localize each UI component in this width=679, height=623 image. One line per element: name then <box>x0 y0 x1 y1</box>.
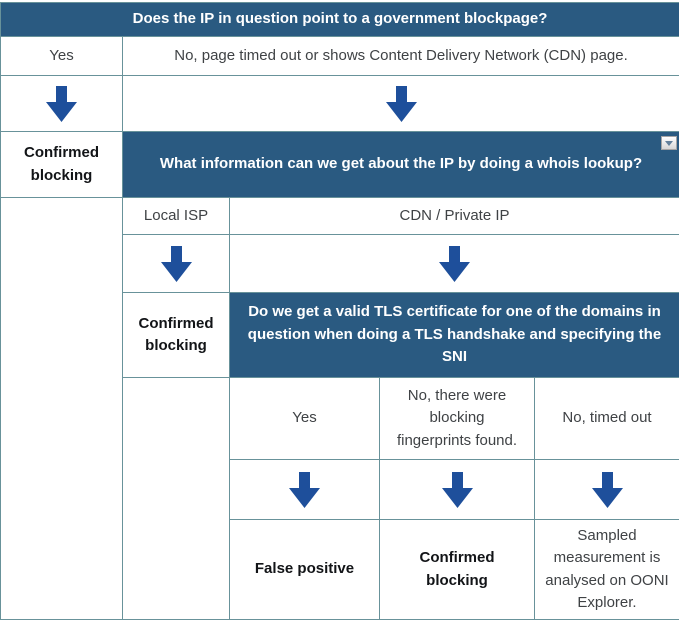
cell-arrow-timed-out-branch <box>535 460 679 520</box>
empty-cell-left-column <box>1 198 123 620</box>
cell-arrow-cdn-branch <box>230 235 679 293</box>
cell-answer-yes-text: Yes <box>49 46 74 64</box>
question-whois-lookup-text: What information can we get about the IP… <box>159 155 643 173</box>
cell-answer-no-timed-out: No, timed out <box>535 378 679 460</box>
cell-answer-no-timed-out-text: No, timed out <box>562 409 652 427</box>
cell-answer-no-cdn-page: No, page timed out or shows Content Deli… <box>123 37 679 76</box>
cell-confirmed-blocking-step2-text: Confirmed blocking <box>138 314 214 355</box>
caret-down-icon <box>665 140 673 146</box>
question-whois-lookup: What information can we get about the IP… <box>123 132 679 198</box>
cell-answer-local-isp-text: Local ISP <box>143 206 209 224</box>
arrow-down-icon <box>160 245 192 282</box>
cell-confirmed-blocking-step1-text: Confirmed blocking <box>24 144 99 184</box>
cell-arrow-tls-yes-branch <box>230 460 380 520</box>
arrow-down-icon <box>289 471 320 508</box>
cell-sampled-measurement-text: Sampled measurement is analysed on OONI … <box>545 526 669 612</box>
cell-answer-cdn-private-ip-text: CDN / Private IP <box>399 206 510 224</box>
arrow-down-icon <box>441 471 473 508</box>
question-government-blockpage: Does the IP in question point to a gover… <box>1 3 679 37</box>
cell-confirmed-blocking-step3: Confirmed blocking <box>380 520 535 620</box>
arrow-down-icon <box>439 245 470 282</box>
cell-answer-cdn-private-ip: CDN / Private IP <box>230 198 679 235</box>
cell-answer-no-cdn-page-text: No, page timed out or shows Content Deli… <box>174 46 628 64</box>
question-government-blockpage-text: Does the IP in question point to a gover… <box>132 10 548 28</box>
cell-arrow-yes-branch <box>1 76 123 132</box>
arrow-down-icon <box>591 471 623 508</box>
cell-answer-tls-yes-text: Yes <box>292 409 317 427</box>
cell-confirmed-blocking-step3-text: Confirmed blocking <box>419 549 495 589</box>
cell-answer-no-fingerprints-text: No, there were blocking fingerprints fou… <box>396 386 518 449</box>
question-tls-certificate: Do we get a valid TLS certificate for on… <box>230 293 679 378</box>
arrow-down-icon <box>46 85 77 122</box>
cell-answer-no-fingerprints: No, there were blocking fingerprints fou… <box>380 378 535 460</box>
cell-answer-local-isp: Local ISP <box>123 198 230 235</box>
cell-confirmed-blocking-step2: Confirmed blocking <box>123 293 230 378</box>
cell-sampled-measurement: Sampled measurement is analysed on OONI … <box>535 520 679 620</box>
cell-arrow-local-isp-branch <box>123 235 230 293</box>
empty-cell-second-column <box>123 378 230 620</box>
cell-answer-tls-yes: Yes <box>230 378 380 460</box>
cell-false-positive: False positive <box>230 520 380 620</box>
arrow-down-icon <box>385 85 417 122</box>
question-tls-certificate-text: Do we get a valid TLS certificate for on… <box>247 303 662 366</box>
dropdown-icon[interactable] <box>661 136 677 150</box>
cell-arrow-fingerprints-branch <box>380 460 535 520</box>
cell-false-positive-text: False positive <box>254 560 355 578</box>
cell-confirmed-blocking-step1: Confirmed blocking <box>1 132 123 198</box>
cell-answer-yes: Yes <box>1 37 123 76</box>
cell-arrow-no-branch <box>123 76 679 132</box>
